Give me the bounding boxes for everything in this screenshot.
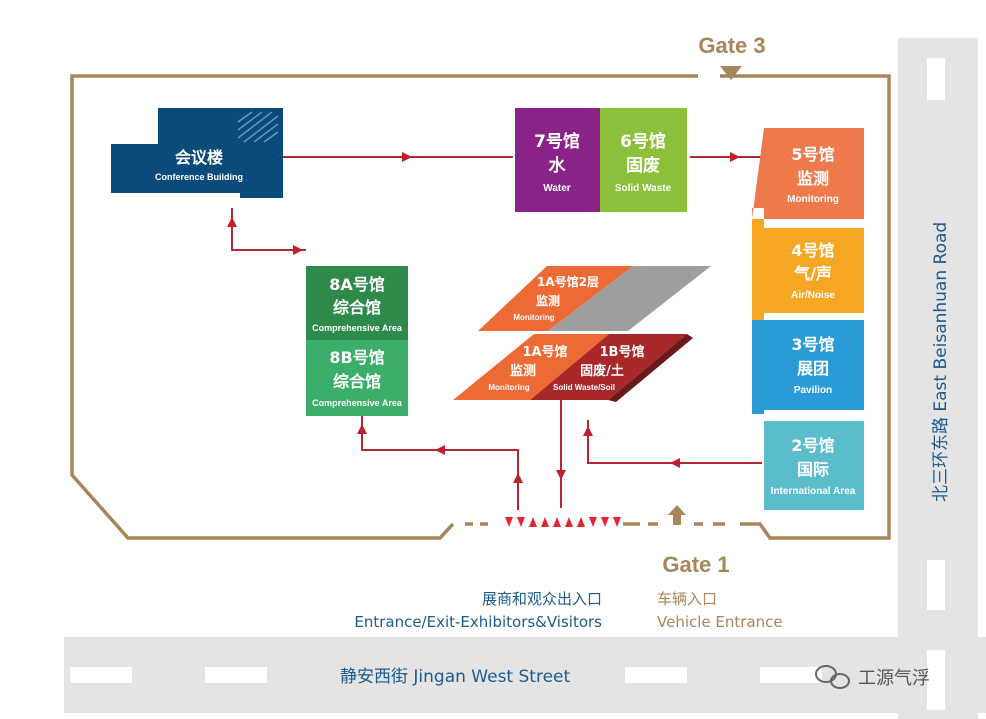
hall-6-theme-cn: 固废 xyxy=(626,155,660,176)
road-markings xyxy=(70,58,945,710)
gate-1-arrow-icon xyxy=(668,505,686,515)
hall-2-theme-en: International Area xyxy=(771,486,856,497)
route-arrow-icon xyxy=(293,245,303,255)
hall-1b-solid-waste-soil[interactable]: 1B号馆 固废/土 Solid Waste/Soil xyxy=(530,334,693,402)
hall-8a-theme-en: Comprehensive Area xyxy=(312,323,403,333)
hall-5-monitoring[interactable]: 5号馆 监测 Monitoring xyxy=(752,128,864,219)
hall-1a-level-2-number: 1A号馆2层 xyxy=(537,274,599,289)
hall-8b-number: 8B号馆 xyxy=(329,348,384,367)
route-arrow-icon xyxy=(402,152,412,162)
hall-6-number: 6号馆 xyxy=(620,131,666,152)
hall-8b-theme-cn: 综合馆 xyxy=(333,372,381,391)
hall-1a-theme-cn: 监测 xyxy=(510,363,536,379)
visitor-entrance-en: Entrance/Exit-Exhibitors&Visitors xyxy=(354,613,602,631)
hall-6-solid-waste[interactable]: 6号馆 固废 Solid Waste xyxy=(600,108,687,212)
route-arrow-icon xyxy=(227,217,237,227)
gate-3-label: Gate 3 xyxy=(698,33,765,58)
hall-5-theme-en: Monitoring xyxy=(787,194,839,205)
hatch-pattern xyxy=(237,111,279,143)
visitor-routes xyxy=(227,152,762,510)
hall-1a-level-2-theme-en: Monitoring xyxy=(513,313,554,322)
hall-8a-theme-cn: 综合馆 xyxy=(333,298,381,317)
hall-7-theme-en: Water xyxy=(543,183,571,194)
vehicle-entrance-label: 车辆入口 Vehicle Entrance xyxy=(657,590,783,631)
route-arrow-icon xyxy=(513,473,523,483)
visitor-entrance-label: 展商和观众出入口 Entrance/Exit-Exhibitors&Visito… xyxy=(354,590,602,631)
route-arrow-icon xyxy=(670,458,680,468)
hall-4-theme-en: Air/Noise xyxy=(791,290,835,301)
conference-building[interactable]: 会议楼 Conference Building xyxy=(111,108,283,198)
perimeter-wall xyxy=(70,74,891,540)
gate-3-arrow-icon xyxy=(720,66,742,80)
hall-2-international[interactable]: 2号馆 国际 International Area xyxy=(764,414,864,510)
conference-building-name-cn: 会议楼 xyxy=(175,148,223,167)
entrance-arrows xyxy=(505,517,621,527)
hall-3-theme-en: Pavilion xyxy=(794,385,832,396)
gate-1-label: Gate 1 xyxy=(662,552,729,577)
route-arrow-icon xyxy=(583,426,593,436)
gate-1[interactable]: Gate 1 xyxy=(662,505,730,577)
hall-1b-theme-en: Solid Waste/Soil xyxy=(553,383,615,392)
hall-8b-theme-en: Comprehensive Area xyxy=(312,398,403,408)
hall-1b-theme-cn: 固废/土 xyxy=(580,363,624,379)
hall-4-air-noise[interactable]: 4号馆 气/声 Air/Noise xyxy=(752,219,864,320)
route-arrow-icon xyxy=(556,470,566,480)
roads xyxy=(64,38,986,719)
hall-3-theme-cn: 展团 xyxy=(797,359,829,378)
route-arrow-icon xyxy=(730,152,740,162)
route-arrow-icon xyxy=(357,424,367,434)
hall-5-number: 5号馆 xyxy=(791,145,834,164)
hall-1b-number: 1B号馆 xyxy=(600,344,645,360)
hall-7-water[interactable]: 7号馆 水 Water xyxy=(515,108,600,212)
hall-8a-number: 8A号馆 xyxy=(329,275,385,294)
hall-8b-comprehensive[interactable]: 8B号馆 综合馆 Comprehensive Area xyxy=(306,340,408,416)
watermark-text: 工源气浮 xyxy=(858,668,930,689)
hall-8a-comprehensive[interactable]: 8A号馆 综合馆 Comprehensive Area xyxy=(306,266,408,340)
route-arrow-icon xyxy=(435,445,445,455)
vehicle-entrance-cn: 车辆入口 xyxy=(657,590,717,608)
hall-1a-monitoring[interactable]: 1A号馆 监测 Monitoring xyxy=(453,334,609,400)
watermark: 工源气浮 xyxy=(815,665,930,689)
hall-3-number: 3号馆 xyxy=(791,335,834,354)
hall-5-theme-cn: 监测 xyxy=(797,169,829,188)
visitor-entrance-cn: 展商和观众出入口 xyxy=(482,590,602,608)
hall-7-number: 7号馆 xyxy=(534,131,580,152)
hall-3-pavilion[interactable]: 3号馆 展团 Pavilion xyxy=(752,320,864,414)
hall-1a-level-2-theme-cn: 监测 xyxy=(536,293,560,308)
chat-bubble-icon xyxy=(815,665,850,689)
gate-3[interactable]: Gate 3 xyxy=(698,33,766,80)
hall-4-theme-cn: 气/声 xyxy=(793,264,832,283)
hall-1a-level-2-monitoring[interactable]: 1A号馆2层 监测 Monitoring xyxy=(478,266,711,331)
south-road-name: 静安西街 Jingan West Street xyxy=(340,667,570,687)
hall-7-theme-cn: 水 xyxy=(549,155,567,176)
east-road-name: 北三环东路 East Beisanhuan Road xyxy=(931,222,951,502)
hall-2-number: 2号馆 xyxy=(791,436,834,455)
hall-1a-theme-en: Monitoring xyxy=(488,383,529,392)
vehicle-entrance-en: Vehicle Entrance xyxy=(657,613,783,631)
hall-6-theme-en: Solid Waste xyxy=(615,183,672,194)
hall-1a-number: 1A号馆 xyxy=(522,344,567,360)
conference-building-name-en: Conference Building xyxy=(155,172,243,182)
hall-4-number: 4号馆 xyxy=(791,241,834,260)
hall-2-theme-cn: 国际 xyxy=(797,460,829,479)
